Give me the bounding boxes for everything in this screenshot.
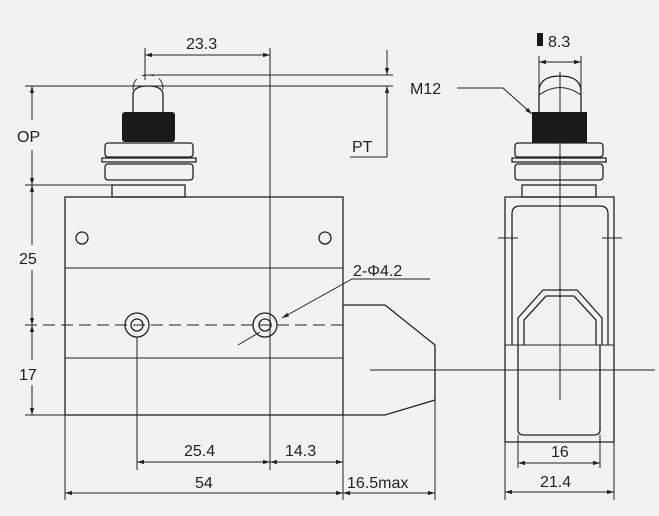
plunger [132,85,164,112]
washer [101,157,197,163]
hole-small [318,231,332,245]
dim-16-5max: 16.5max [347,475,408,492]
side-body [504,196,615,443]
nut-upper [104,142,194,158]
nut-lower [104,163,194,181]
dim-8-3: 8.3 [548,34,570,51]
hole-small [75,231,89,245]
thread-bushing [122,112,175,142]
dim-25: 25 [19,251,37,268]
plunger-dome-pressed [132,74,164,91]
dim-25-4: 25.4 [184,443,215,460]
dim-54: 54 [195,475,213,492]
dim-17: 17 [19,367,37,384]
dim-op: OP [17,129,40,146]
front-view: 23.3 PT M12 OP 25 17 2-Φ4.2 25.4 14.3 54 [17,36,533,500]
side-view: 8.3 16 21.4 [460,33,655,500]
dim-21-4: 21.4 [540,474,571,491]
actuator-head [343,304,436,416]
dim-pt: PT [352,139,373,156]
switch-body [64,196,344,416]
dim-m12: M12 [410,81,441,98]
dim-holes: 2-Φ4.2 [353,263,402,280]
dim-14-3: 14.3 [285,443,316,460]
dim-16: 16 [551,444,569,461]
collar [111,184,186,198]
dim-23-3: 23.3 [186,36,217,53]
flat-symbol-icon [537,33,543,46]
